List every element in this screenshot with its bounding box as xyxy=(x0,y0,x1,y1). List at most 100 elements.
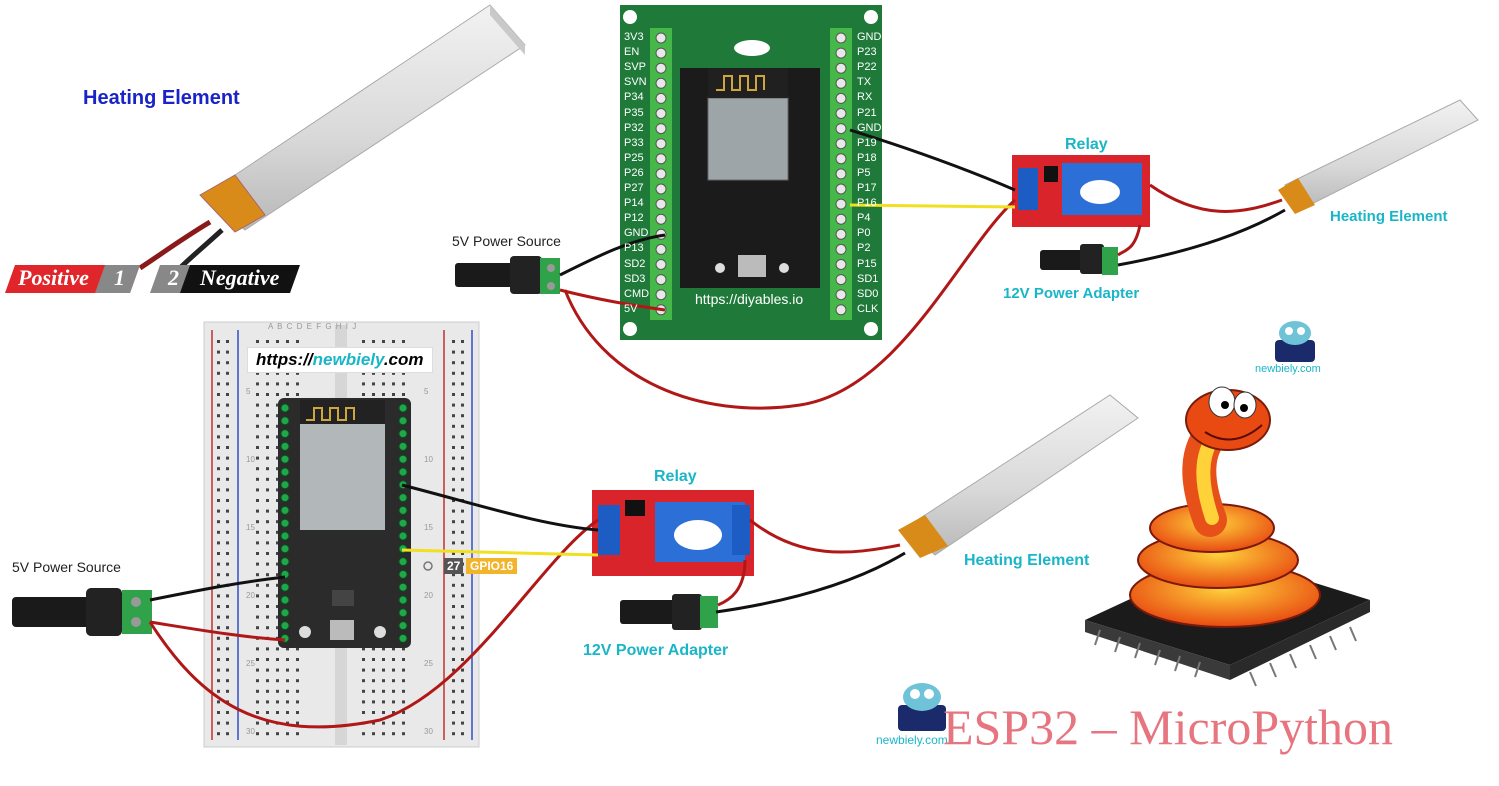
screw-terminal xyxy=(835,243,847,255)
esp32-pin xyxy=(398,416,408,426)
pin-label-p23: P23 xyxy=(857,46,877,59)
esp32-pin xyxy=(398,518,408,528)
screw-terminal xyxy=(835,213,847,225)
esp32-pin xyxy=(280,518,290,528)
pin-label-p26: P26 xyxy=(624,166,644,179)
screw-terminal xyxy=(655,47,667,59)
negative-label: Negative xyxy=(200,265,280,290)
pin-label-clk: CLK xyxy=(857,302,879,315)
screw-terminal xyxy=(655,108,667,119)
screw-terminal xyxy=(655,243,667,255)
esp32-pin xyxy=(398,621,408,631)
breadboard-row-label: 20 xyxy=(424,591,433,600)
breadboard-row-label: 5 xyxy=(246,387,251,396)
screw-terminal xyxy=(655,259,667,270)
adapter-12v-top xyxy=(1040,244,1118,275)
pin-label-sd1: SD1 xyxy=(857,272,879,285)
esp32-pin xyxy=(280,608,290,618)
esp32-pin xyxy=(280,557,290,567)
screw-terminal xyxy=(655,183,667,195)
pin-label-3v3: 3V3 xyxy=(624,31,644,43)
screw-terminal xyxy=(835,47,847,59)
logo-text-right: newbiely.com xyxy=(1255,363,1321,375)
adapter-label-bottom: 12V Power Adapter xyxy=(583,642,729,659)
esp32-pin xyxy=(280,416,290,426)
esp32-pin xyxy=(398,531,408,541)
gpio-label-badge: GPIO16 xyxy=(466,558,518,574)
pin-label-sd0: SD0 xyxy=(857,287,879,300)
esp32-pin xyxy=(398,403,408,413)
board-url-label: https://diyables.io xyxy=(695,291,804,307)
pin2-label: 2 xyxy=(168,265,179,290)
breadboard-row-label: 30 xyxy=(246,727,255,736)
barrel-jack-top xyxy=(455,256,560,294)
esp32-pin xyxy=(398,467,408,477)
pin-label-p2: P2 xyxy=(857,242,871,255)
esp32-pin xyxy=(280,493,290,503)
esp32-pin xyxy=(280,441,290,451)
screw-terminal xyxy=(835,168,847,180)
esp32-pin xyxy=(398,493,408,503)
screw-terminal xyxy=(655,198,667,210)
screw-terminal xyxy=(835,183,847,195)
screw-terminal xyxy=(835,92,847,104)
screw-terminal xyxy=(835,138,847,150)
screw-terminal xyxy=(835,153,847,165)
esp32-pin xyxy=(398,557,408,567)
esp32-pin xyxy=(398,633,408,643)
adapter-12v-bottom xyxy=(620,594,718,630)
newbiely-owl-logo-bottom xyxy=(898,683,946,731)
pin-label-p5: P5 xyxy=(857,166,871,179)
pin-label-tx: TX xyxy=(857,76,872,89)
pin-label-gnd: GND xyxy=(857,121,882,134)
heating-element-topleft xyxy=(138,4,526,271)
breadboard-row-label: 25 xyxy=(424,659,433,668)
breadboard-row-label: 25 xyxy=(246,659,255,668)
screw-terminal xyxy=(655,289,667,301)
pin-label-sd3: SD3 xyxy=(624,272,646,285)
pin-label-p21: P21 xyxy=(857,106,877,119)
screw-terminal xyxy=(655,213,667,225)
esp32-pin-headers xyxy=(280,403,408,643)
newbiely-url-box: https://newbiely.com xyxy=(247,347,433,373)
esp32-pin xyxy=(280,467,290,477)
pin1-label: 1 xyxy=(114,265,125,290)
logo-text-bottom: newbiely.com xyxy=(876,733,948,747)
pin-label-p4: P4 xyxy=(857,212,871,225)
pin-label-rx: RX xyxy=(857,91,873,104)
newbiely-owl-logo-right xyxy=(1275,321,1315,362)
pin-label-p12: P12 xyxy=(624,212,644,225)
top-board-right-terminals xyxy=(835,32,847,316)
breadboard-row-label: 10 xyxy=(246,455,255,464)
screw-terminal xyxy=(835,62,847,74)
gpio-callout-dot xyxy=(423,561,433,571)
screw-terminal xyxy=(835,304,847,316)
esp32-pin xyxy=(280,582,290,592)
screw-terminal xyxy=(655,62,667,74)
screw-terminal xyxy=(655,138,667,150)
pin-label-gnd: GND xyxy=(857,31,882,43)
screw-terminal xyxy=(835,77,847,89)
pin-label-p22: P22 xyxy=(857,61,877,74)
relay-bottom xyxy=(592,490,754,576)
top-wires xyxy=(559,128,1286,410)
pin-label-p33: P33 xyxy=(624,136,644,149)
pin-label-p19: P19 xyxy=(857,136,877,149)
pin-label-en: EN xyxy=(624,46,640,59)
relay-top xyxy=(1012,155,1150,227)
power-source-label-bottom: 5V Power Source xyxy=(12,559,121,575)
pin-label-svp: SVP xyxy=(624,61,647,74)
pin-label-p0: P0 xyxy=(857,227,871,240)
screw-terminal xyxy=(835,108,847,119)
pin-label-p25: P25 xyxy=(624,151,644,164)
pin-label-p16: P16 xyxy=(857,197,877,210)
screw-terminal xyxy=(655,274,667,286)
esp32-pin xyxy=(398,582,408,592)
screw-terminal xyxy=(835,123,847,135)
pin-label-p32: P32 xyxy=(624,121,644,134)
pin-label-p35: P35 xyxy=(624,106,644,119)
esp32-devkit-bottom xyxy=(278,398,411,648)
screw-terminal xyxy=(835,259,847,270)
breadboard-col-labels: A B C D E F G H I J xyxy=(268,322,358,331)
